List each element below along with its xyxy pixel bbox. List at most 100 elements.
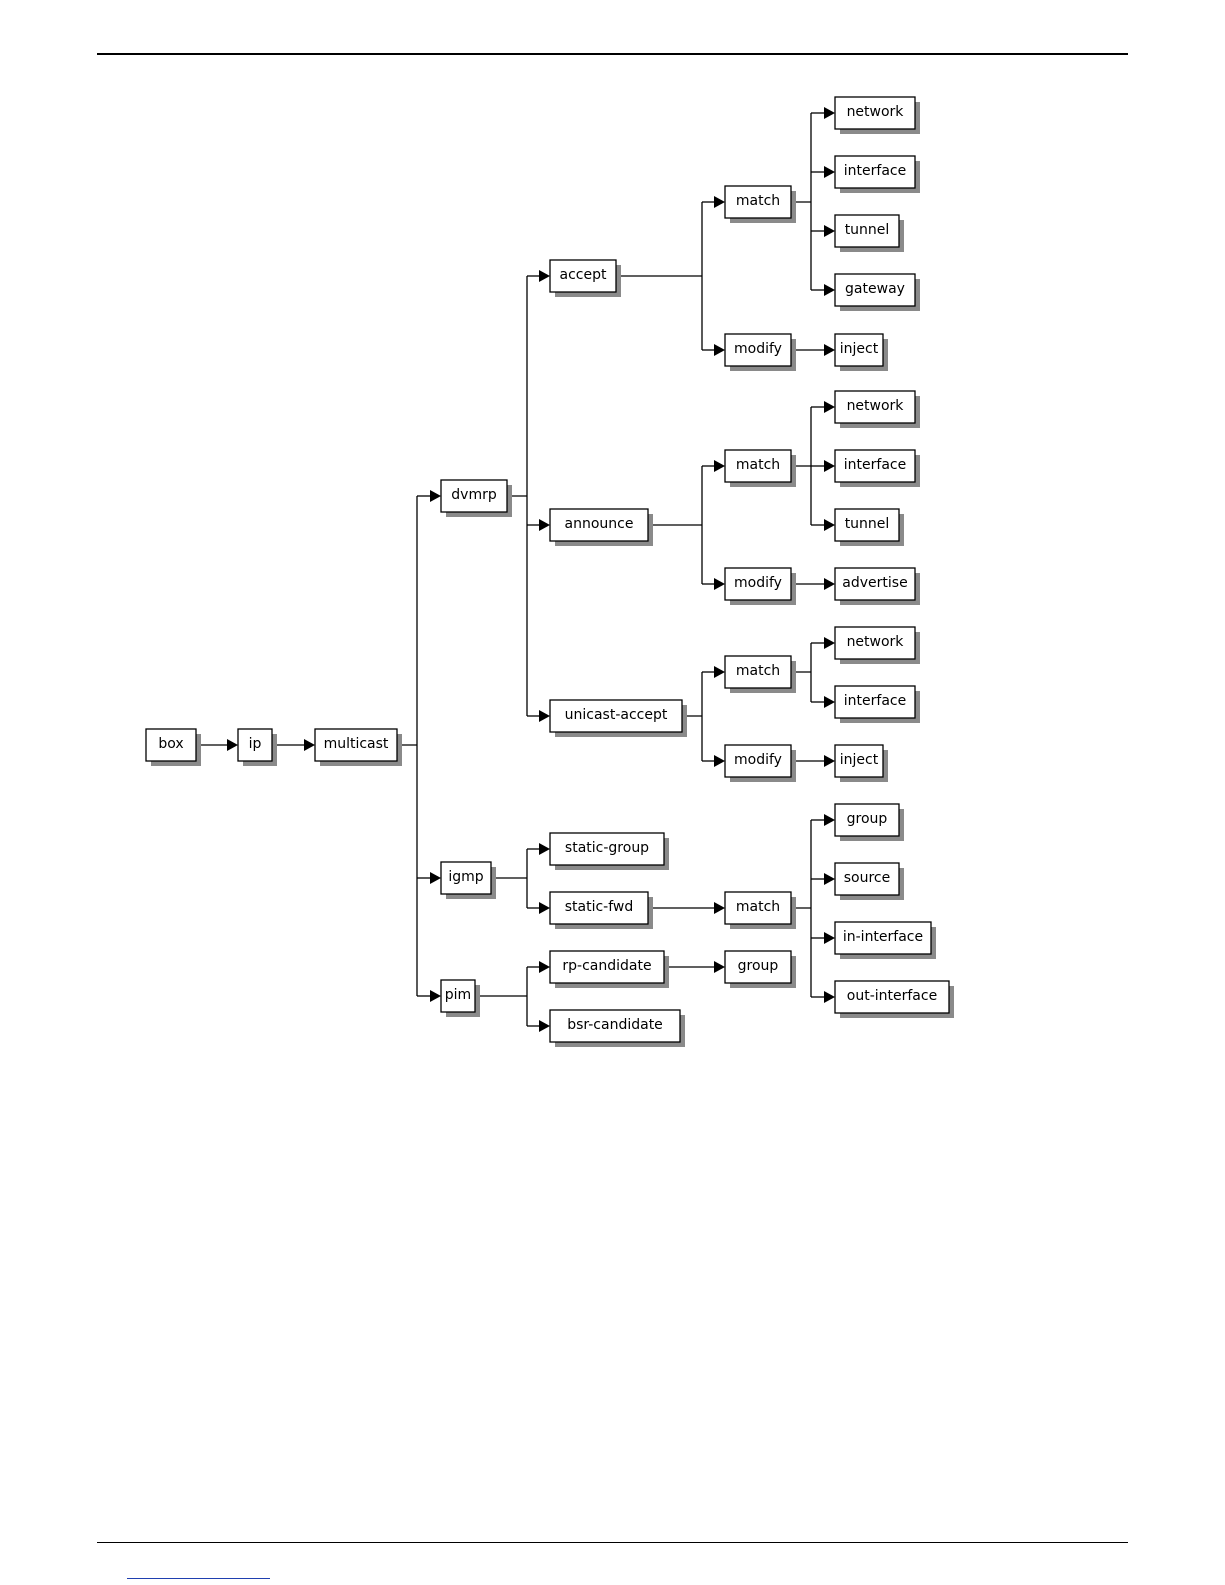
arrowhead [824, 519, 835, 531]
node-box-ip [237, 728, 273, 762]
arrowhead [714, 578, 725, 590]
node-label-bsr-candidate: bsr-candidate [567, 1017, 663, 1033]
node-label-rp-group: group [738, 958, 779, 974]
arrowhead [824, 755, 835, 767]
node-label-accept-network: network [847, 104, 905, 120]
arrowhead [824, 578, 835, 590]
node-box-unicast-modify [724, 744, 792, 778]
node-label-fwd-group: group [847, 811, 888, 827]
arrowhead [824, 637, 835, 649]
node-label-unicast-modify: modify [734, 752, 782, 768]
arrowhead [714, 460, 725, 472]
node-box-unicast-inject [834, 744, 884, 778]
node-label-announce-match: match [736, 457, 780, 473]
node-label-fwd-out-interface: out-interface [847, 988, 937, 1004]
node-box-fwd-in-interface [834, 921, 932, 955]
node-box-announce-interface [834, 449, 916, 483]
node-box-multicast [314, 728, 398, 762]
node-box-fwd-match [724, 891, 792, 925]
arrowhead [824, 225, 835, 237]
node-label-unicast-interface: interface [844, 693, 906, 709]
node-box-accept-inject [834, 333, 884, 367]
node-label-accept-interface: interface [844, 163, 906, 179]
node-label-accept-inject: inject [840, 341, 879, 357]
arrowhead [430, 872, 441, 884]
node-box-accept-match [724, 185, 792, 219]
node-box-accept-interface [834, 155, 916, 189]
arrowhead [824, 460, 835, 472]
arrowhead [539, 270, 550, 282]
node-box-fwd-group [834, 803, 900, 837]
arrowhead [714, 344, 725, 356]
node-label-announce-advertise: advertise [842, 575, 907, 591]
node-label-announce: announce [565, 516, 634, 532]
node-box-announce-tunnel [834, 508, 900, 542]
node-box-unicast-interface [834, 685, 916, 719]
arrowhead [714, 196, 725, 208]
node-label-fwd-in-interface: in-interface [843, 929, 923, 945]
node-box-accept-modify [724, 333, 792, 367]
node-label-igmp: igmp [448, 869, 483, 885]
arrowhead [430, 490, 441, 502]
node-label-unicast-match: match [736, 663, 780, 679]
node-label-static-fwd: static-fwd [565, 899, 634, 915]
node-box-announce-modify [724, 567, 792, 601]
arrowhead [539, 519, 550, 531]
arrowhead [824, 814, 835, 826]
node-box-rp-candidate [549, 950, 665, 984]
header-rule [97, 53, 1128, 55]
node-label-announce-interface: interface [844, 457, 906, 473]
arrowhead [539, 843, 550, 855]
arrowhead [714, 666, 725, 678]
arrowhead [824, 401, 835, 413]
node-box-accept-gateway [834, 273, 916, 307]
arrowhead [539, 1020, 550, 1032]
node-box-accept-network [834, 96, 916, 130]
node-box-box [145, 728, 197, 762]
arrowhead [539, 710, 550, 722]
node-label-unicast-network: network [847, 634, 905, 650]
node-box-fwd-out-interface [834, 980, 950, 1014]
node-box-accept [549, 259, 617, 293]
node-box-announce [549, 508, 649, 542]
arrowhead [430, 990, 441, 1002]
node-label-accept-tunnel: tunnel [845, 222, 890, 238]
arrowhead [539, 961, 550, 973]
node-label-ip: ip [249, 736, 262, 752]
node-label-announce-tunnel: tunnel [845, 516, 890, 532]
node-label-static-group: static-group [565, 840, 649, 856]
node-label-accept-gateway: gateway [845, 281, 905, 297]
node-label-multicast: multicast [324, 736, 389, 752]
node-box-announce-network [834, 390, 916, 424]
arrowhead [714, 902, 725, 914]
arrowhead [824, 873, 835, 885]
arrowhead [227, 739, 238, 751]
node-label-announce-network: network [847, 398, 905, 414]
node-label-box: box [158, 736, 183, 752]
node-box-announce-match [724, 449, 792, 483]
node-label-accept: accept [560, 267, 607, 283]
node-box-static-group [549, 832, 665, 866]
node-box-rp-group [724, 950, 792, 984]
node-box-static-fwd [549, 891, 649, 925]
node-label-unicast-inject: inject [840, 752, 879, 768]
node-box-unicast-network [834, 626, 916, 660]
node-box-pim [440, 979, 476, 1013]
node-box-unicast-accept [549, 699, 683, 733]
node-box-dvmrp [440, 479, 508, 513]
arrowhead [539, 902, 550, 914]
node-label-fwd-source: source [844, 870, 891, 886]
arrowhead [824, 284, 835, 296]
arrowhead [824, 166, 835, 178]
node-label-dvmrp: dvmrp [451, 487, 497, 503]
node-box-announce-advertise [834, 567, 916, 601]
arrowhead [824, 696, 835, 708]
node-box-igmp [440, 861, 492, 895]
node-box-accept-tunnel [834, 214, 900, 248]
node-label-rp-candidate: rp-candidate [562, 958, 651, 974]
node-label-fwd-match: match [736, 899, 780, 915]
arrowhead [714, 961, 725, 973]
arrowhead [304, 739, 315, 751]
arrowhead [824, 344, 835, 356]
